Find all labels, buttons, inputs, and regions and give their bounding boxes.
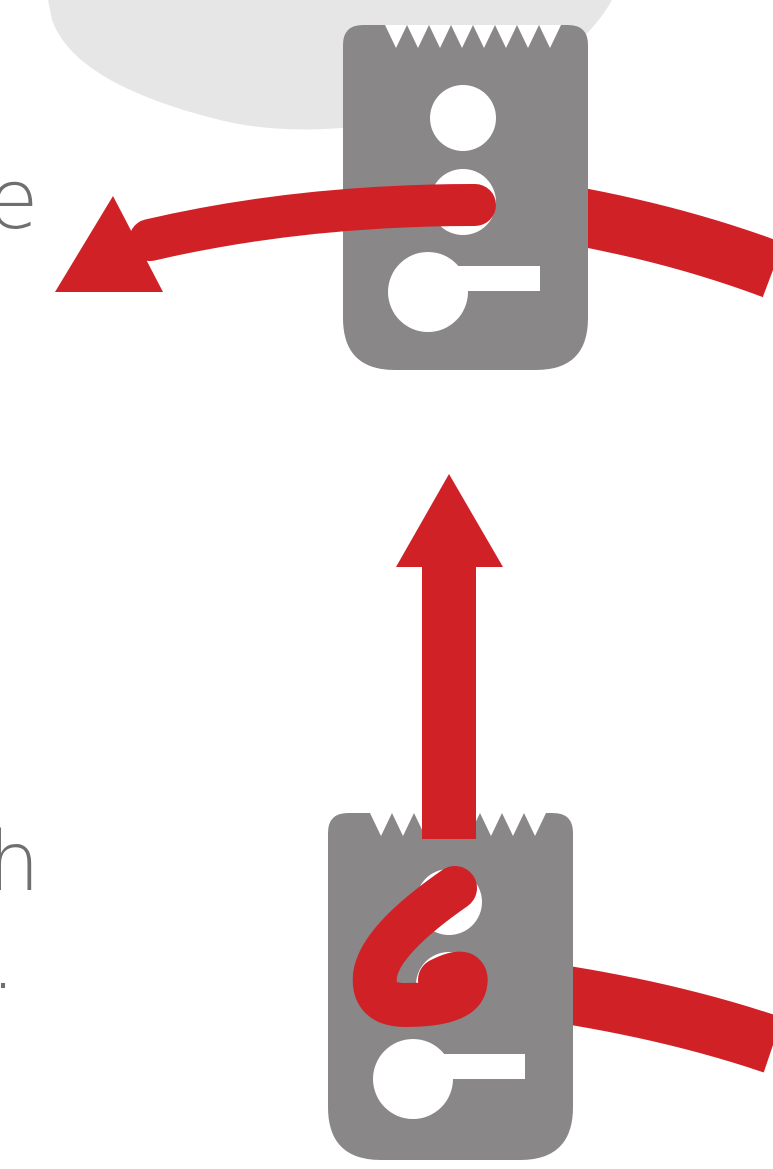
upper-tag-serration bbox=[385, 25, 561, 48]
lower-tag-serration bbox=[370, 813, 546, 836]
upper-strap-left bbox=[129, 184, 496, 261]
text-fragment-upper: e bbox=[0, 153, 39, 248]
looped-strap-icon bbox=[352, 866, 488, 1027]
lower-tag-slot bbox=[440, 1054, 525, 1079]
curved-left-arrow-icon bbox=[55, 196, 163, 292]
text-fragment-punctuation: . bbox=[0, 920, 16, 1002]
upper-tag-slot bbox=[455, 266, 540, 291]
text-fragment-lower: h bbox=[0, 815, 40, 910]
up-arrow-shaft-overlap bbox=[422, 813, 476, 839]
lower-tag-hole-bottom bbox=[373, 1039, 453, 1119]
upper-tag-hole-top bbox=[430, 85, 496, 151]
upper-tag-icon bbox=[343, 25, 588, 370]
up-arrow-icon bbox=[396, 474, 503, 835]
upper-tag-hole-bottom bbox=[388, 252, 468, 332]
